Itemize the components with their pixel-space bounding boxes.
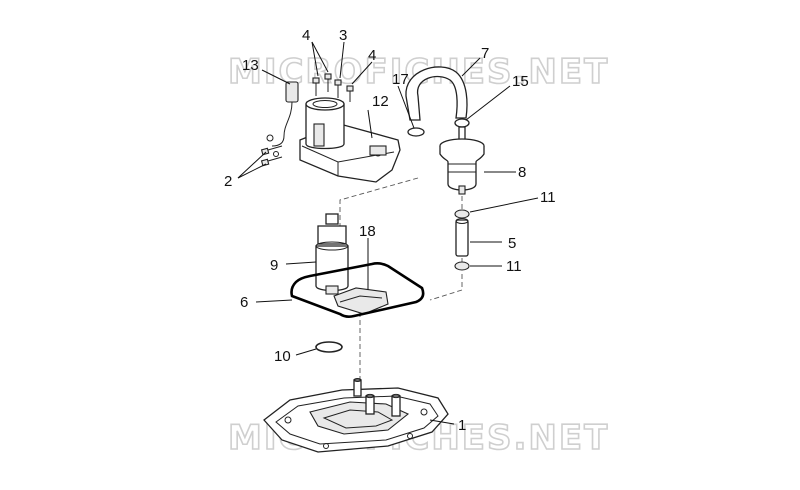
callout-7: 7 bbox=[481, 45, 489, 62]
callout-12: 12 bbox=[372, 93, 389, 110]
callout-4-right: 4 bbox=[368, 47, 376, 64]
hose-clamp-15 bbox=[454, 118, 470, 128]
wiring-connector-part bbox=[266, 81, 299, 157]
o-ring-part bbox=[315, 341, 343, 353]
callout-17: 17 bbox=[392, 71, 409, 88]
callout-leaders bbox=[237, 41, 539, 425]
base-plate-part bbox=[263, 378, 449, 453]
callout-15: 15 bbox=[512, 73, 529, 90]
callout-3: 3 bbox=[339, 27, 347, 44]
housing-screws-part bbox=[312, 73, 354, 102]
fuel-strainer-part bbox=[333, 287, 389, 315]
callout-1: 1 bbox=[458, 417, 466, 434]
callout-4-left: 4 bbox=[302, 27, 310, 44]
fuel-hose-part bbox=[405, 66, 468, 121]
callout-9: 9 bbox=[270, 257, 278, 274]
pump-housing-part bbox=[299, 97, 401, 183]
callout-11-lower: 11 bbox=[506, 258, 522, 275]
callout-18: 18 bbox=[359, 223, 376, 240]
side-screws-part bbox=[260, 145, 283, 167]
fuel-filter-part bbox=[439, 126, 485, 195]
callout-8: 8 bbox=[518, 164, 526, 181]
hose-clamp-17 bbox=[407, 127, 425, 137]
fuel-pump-part bbox=[315, 213, 349, 295]
callout-5: 5 bbox=[508, 235, 516, 252]
callout-6: 6 bbox=[240, 294, 248, 311]
seal-ring-11-upper bbox=[454, 209, 470, 219]
callout-10: 10 bbox=[274, 348, 291, 365]
seal-ring-11-lower bbox=[454, 261, 470, 271]
callout-13: 13 bbox=[242, 57, 259, 74]
connector-tube-part bbox=[455, 218, 469, 257]
callout-2: 2 bbox=[224, 173, 232, 190]
gasket-part bbox=[290, 262, 425, 318]
callout-11-upper: 11 bbox=[540, 189, 556, 206]
